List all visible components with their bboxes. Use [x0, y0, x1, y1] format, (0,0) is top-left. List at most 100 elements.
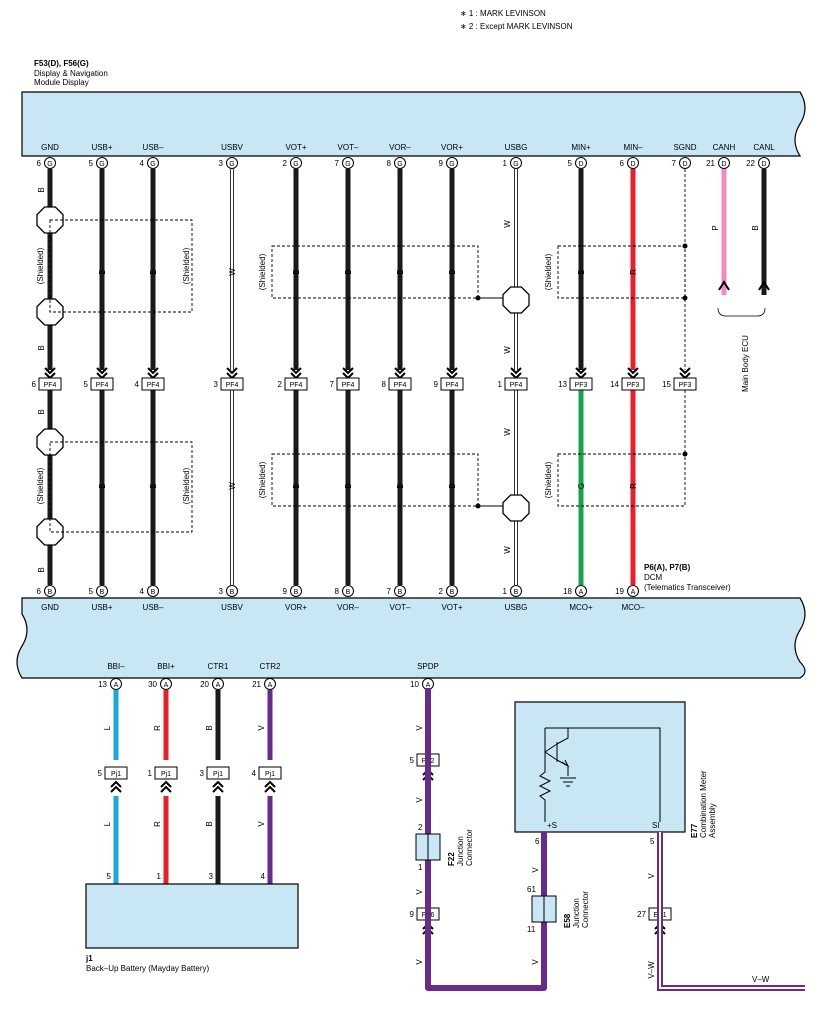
dcm-top-pin-1-letter: B: [100, 589, 105, 596]
shield-dot-sgnd-1: [682, 243, 688, 249]
pf-chevron-top-3-chevron-0: [226, 367, 238, 375]
usbg-color-top-1: W: [503, 220, 512, 228]
dcm-bottom-label-4: SPDP: [417, 662, 439, 671]
pf-connector-0-num: 6: [32, 380, 37, 389]
dcm-top-pin-7: [446, 585, 458, 597]
dcm-top-label-8: USBG: [505, 603, 528, 612]
pj-chevron-3-chevron-1: [264, 785, 276, 793]
dcm-top-num-10: 19: [615, 587, 624, 596]
top-pin-3-letter: G: [229, 161, 234, 168]
dcm-bottom-label-3: CTR2: [260, 662, 281, 671]
pf-connector-1-label: PF4: [96, 382, 109, 389]
shield-dot-sgnd-3: [682, 451, 688, 457]
top-pin-9-letter: D: [578, 161, 583, 168]
pf-connector-0: [38, 377, 62, 391]
dcm-top-label-4: VOR+: [285, 603, 307, 612]
shielded-label-0: (Shielded): [36, 247, 45, 284]
spdp-color-2: V: [415, 797, 424, 803]
shielded-label-7: (Shielded): [544, 461, 553, 498]
pf-chevron-top-7-chevron-0: [446, 367, 458, 375]
wire-color-upper-9: B: [577, 269, 586, 274]
top-pin-num-2: 4: [140, 159, 145, 168]
pj-chevron-2-chevron-0: [212, 780, 224, 788]
dcm-bottom-pin-0-letter: A: [114, 682, 119, 689]
wires-layer: [47, 169, 767, 884]
dcm-top-num-3: 3: [219, 587, 224, 596]
pf-connector-7-label: PF4: [446, 382, 459, 389]
shield-box-vo-bottom: [271, 453, 479, 507]
pf-connector-4-label: PF4: [290, 382, 303, 389]
top-pin-num-12: 21: [706, 159, 715, 168]
spdp-color-4: V: [415, 959, 424, 965]
top-pin-label-8: USBG: [505, 143, 528, 152]
pf-connector-7: [440, 377, 464, 391]
fe6-connector-num: 9: [410, 910, 415, 919]
top-pin-10: [627, 157, 639, 169]
pf-connector-10-num: 14: [610, 380, 619, 389]
wire-color-lower-1: B: [98, 483, 107, 488]
top-pin-8: [510, 157, 522, 169]
e58-code: E58: [563, 913, 572, 928]
dcm-top-pin-10-letter: A: [631, 589, 636, 596]
shielded-label-6: (Shielded): [544, 253, 553, 290]
top-pin-0: [44, 157, 56, 169]
f22-pin-bottom: 1: [418, 863, 423, 872]
dcm-bottom-label-1: BBI+: [157, 662, 175, 671]
can-arrow-12: [718, 280, 730, 291]
wire-color-upper-4: B: [292, 269, 301, 274]
pf-connector-5-label: PF4: [342, 382, 355, 389]
shield-dot-sgnd-2: [682, 295, 688, 301]
dcm-bottom-pin-1: [160, 678, 172, 690]
shield-box-usb-bottom: [49, 441, 193, 533]
battery-pin-num-3: 4: [261, 872, 266, 881]
top-pin-8-letter: G: [513, 161, 518, 168]
wire-color-lower-10: R: [629, 483, 638, 489]
e58-name-2: Connector: [581, 891, 590, 928]
gnd-color-top-1: B: [37, 187, 46, 192]
pj-connector-3-label: Pj1: [265, 771, 275, 778]
top-pin-5: [342, 157, 354, 169]
top-pin-label-2: USB–: [143, 143, 164, 152]
dcm-top-label-1: USB+: [91, 603, 112, 612]
dcm-top-pin-8: [510, 585, 522, 597]
top-pin-label-12: CANH: [713, 143, 736, 152]
top-pin-num-0: 6: [37, 159, 42, 168]
module-display-name-2: Module Display: [34, 78, 89, 87]
top-pin-11-letter: D: [682, 161, 687, 168]
meter-pin-si: SI: [652, 821, 660, 830]
dcm-top-num-0: 6: [37, 587, 42, 596]
shielded-label-2: (Shielded): [36, 467, 45, 504]
top-pin-label-11: SGND: [673, 143, 696, 152]
pf-chevron-top-9-chevron-0: [575, 367, 587, 375]
top-pin-label-4: VOT+: [285, 143, 306, 152]
pf-chevron-top-11-chevron-0: [679, 367, 691, 375]
ea1-connector-num: 27: [637, 910, 646, 919]
dcm-top-label-10: MCO–: [621, 603, 645, 612]
dcm-top-pin-5-letter: B: [346, 589, 351, 596]
wire-color-lower-5: B: [344, 483, 353, 488]
e58-pin-bottom: 11: [527, 925, 536, 934]
shielded-label-1: (Shielded): [182, 247, 191, 284]
meter-num-s: 6: [535, 837, 540, 846]
note-mark-levinson: ∗ 1 : MARK LEVINSON: [460, 9, 546, 18]
pj-connector-2-num: 3: [200, 769, 205, 778]
pf-connector-10: [621, 377, 645, 391]
pf-connector-3-num: 3: [214, 380, 219, 389]
pf-chevron-top-0-chevron-0: [44, 367, 56, 375]
pj-chevron-0-chevron-0: [110, 780, 122, 788]
dcm-box: [16, 597, 806, 679]
pf-connector-2-label: PF4: [147, 382, 160, 389]
main-body-ecu-label: Main Body ECU: [741, 335, 750, 392]
pf-connector-10-label: PF3: [627, 382, 640, 389]
dcm-top-num-7: 2: [439, 587, 444, 596]
top-pin-label-3: USBV: [221, 143, 243, 152]
pj-chevron-0-chevron-1: [110, 785, 122, 793]
dcm-bottom-num-2: 20: [200, 680, 209, 689]
meter-name-2: Assembly: [708, 803, 717, 838]
pf-chevron-top-5-chevron-0: [342, 367, 354, 375]
battery-name: Back–Up Battery (Mayday Battery): [86, 964, 209, 973]
pf-connector-4: [284, 377, 308, 391]
dcm-bottom-num-0: 13: [98, 680, 107, 689]
wire-color-lower-7: B: [448, 483, 457, 488]
pj-connector-0: [104, 766, 128, 780]
